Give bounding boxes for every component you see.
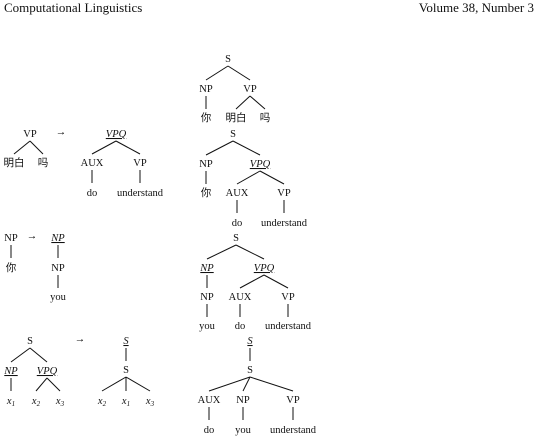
- step1-vp-label: VP: [243, 84, 257, 95]
- derivation-step3-tree: S NP VPQ NP AUX VP you do understand: [199, 233, 312, 332]
- step2-vp-label: VP: [277, 188, 291, 199]
- rule3-target-var-x2: x2: [97, 396, 107, 408]
- rule3-var-x2: x2: [31, 396, 41, 408]
- running-header-journal: Computational Linguistics: [4, 0, 143, 15]
- rule3-target-var-x1: x1: [121, 396, 130, 408]
- step3-vpq-label: VPQ: [254, 263, 275, 274]
- step3-word-do: do: [235, 321, 246, 332]
- derivation-step1-tree: S NP VP 你 明白 吗: [199, 54, 270, 124]
- rule1-vp-label-2: VP: [133, 158, 147, 169]
- step4-word-do: do: [204, 425, 215, 436]
- step4-word-you: you: [235, 425, 252, 436]
- step3-np-label-top: NP: [199, 263, 214, 274]
- step2-word-ni: 你: [201, 186, 212, 199]
- running-header-volume: Volume 38, Number 3: [418, 0, 534, 15]
- rule3-source-tree: S NP VPQ x1 x2 x3: [3, 336, 64, 408]
- step4-word-understand: understand: [270, 425, 317, 436]
- step2-aux-label: AUX: [226, 188, 249, 199]
- step1-word-mingbai: 明白: [226, 111, 247, 124]
- step2-word-do: do: [232, 218, 243, 229]
- step3-s-label: S: [233, 233, 239, 244]
- step1-s-label: S: [225, 54, 231, 65]
- rule2-source-tree: NP 你: [4, 233, 18, 274]
- step3-word-you: you: [199, 321, 216, 332]
- rule3-vpq-label: VPQ: [37, 366, 58, 377]
- rule2-word-ni: 你: [6, 261, 17, 274]
- step2-word-understand: understand: [261, 218, 308, 229]
- rule1-vp-label: VP: [23, 129, 37, 140]
- derivation-step2-tree: S NP VPQ 你 AUX VP do understand: [199, 129, 308, 229]
- rule3-target-var-x3: x3: [145, 396, 155, 408]
- step4-np-label: NP: [236, 395, 250, 406]
- rule3-var-x3: x3: [55, 396, 65, 408]
- step2-vpq-label: VPQ: [250, 159, 271, 170]
- rule2-target-tree: NP NP you: [50, 233, 67, 303]
- rule3-var-x1: x1: [6, 396, 15, 408]
- step1-word-ma: 吗: [260, 112, 271, 124]
- step3-vp-label: VP: [281, 292, 295, 303]
- rule3-np-label: NP: [3, 366, 18, 377]
- step3-np-label-mid: NP: [200, 292, 214, 303]
- step4-s-label-mid: S: [247, 365, 253, 376]
- rule1-word-ma: 吗: [38, 157, 49, 169]
- rule3-s-label-mid: S: [123, 365, 129, 376]
- derivation-step4-tree: S S AUX NP VP do you understand: [198, 336, 317, 436]
- rule2-word-you: you: [50, 292, 67, 303]
- rule2-np-label-top: NP: [50, 233, 65, 244]
- rule1-aux-label: AUX: [81, 158, 104, 169]
- rule2-np-label: NP: [4, 233, 18, 244]
- step4-aux-label: AUX: [198, 395, 221, 406]
- rule1-source-tree: VP 明白 吗: [4, 129, 49, 169]
- rule1-word-understand: understand: [117, 188, 164, 199]
- step2-np-label: NP: [199, 159, 213, 170]
- rule1-target-tree: VPQ AUX VP do understand: [81, 129, 164, 199]
- step3-aux-label: AUX: [229, 292, 252, 303]
- rule1-word-mingbai: 明白: [4, 156, 25, 169]
- rule1-vpq-label: VPQ: [106, 129, 127, 140]
- rule2-np-label-mid: NP: [51, 263, 65, 274]
- step2-s-label: S: [230, 129, 236, 140]
- step4-vp-label: VP: [286, 395, 300, 406]
- rule3-s-label-top: S: [123, 336, 129, 347]
- rule3-s-label: S: [27, 336, 33, 347]
- step3-word-understand: understand: [265, 321, 312, 332]
- rule1-word-do: do: [87, 188, 98, 199]
- step1-word-ni: 你: [201, 111, 212, 124]
- rule1-arrow: →: [56, 127, 67, 138]
- rule3-target-tree: S S x2 x1 x3: [97, 336, 155, 408]
- rule3-arrow: →: [75, 334, 86, 345]
- step4-s-label-top: S: [247, 336, 253, 347]
- rule2-arrow: →: [27, 231, 38, 242]
- step1-np-label: NP: [199, 84, 213, 95]
